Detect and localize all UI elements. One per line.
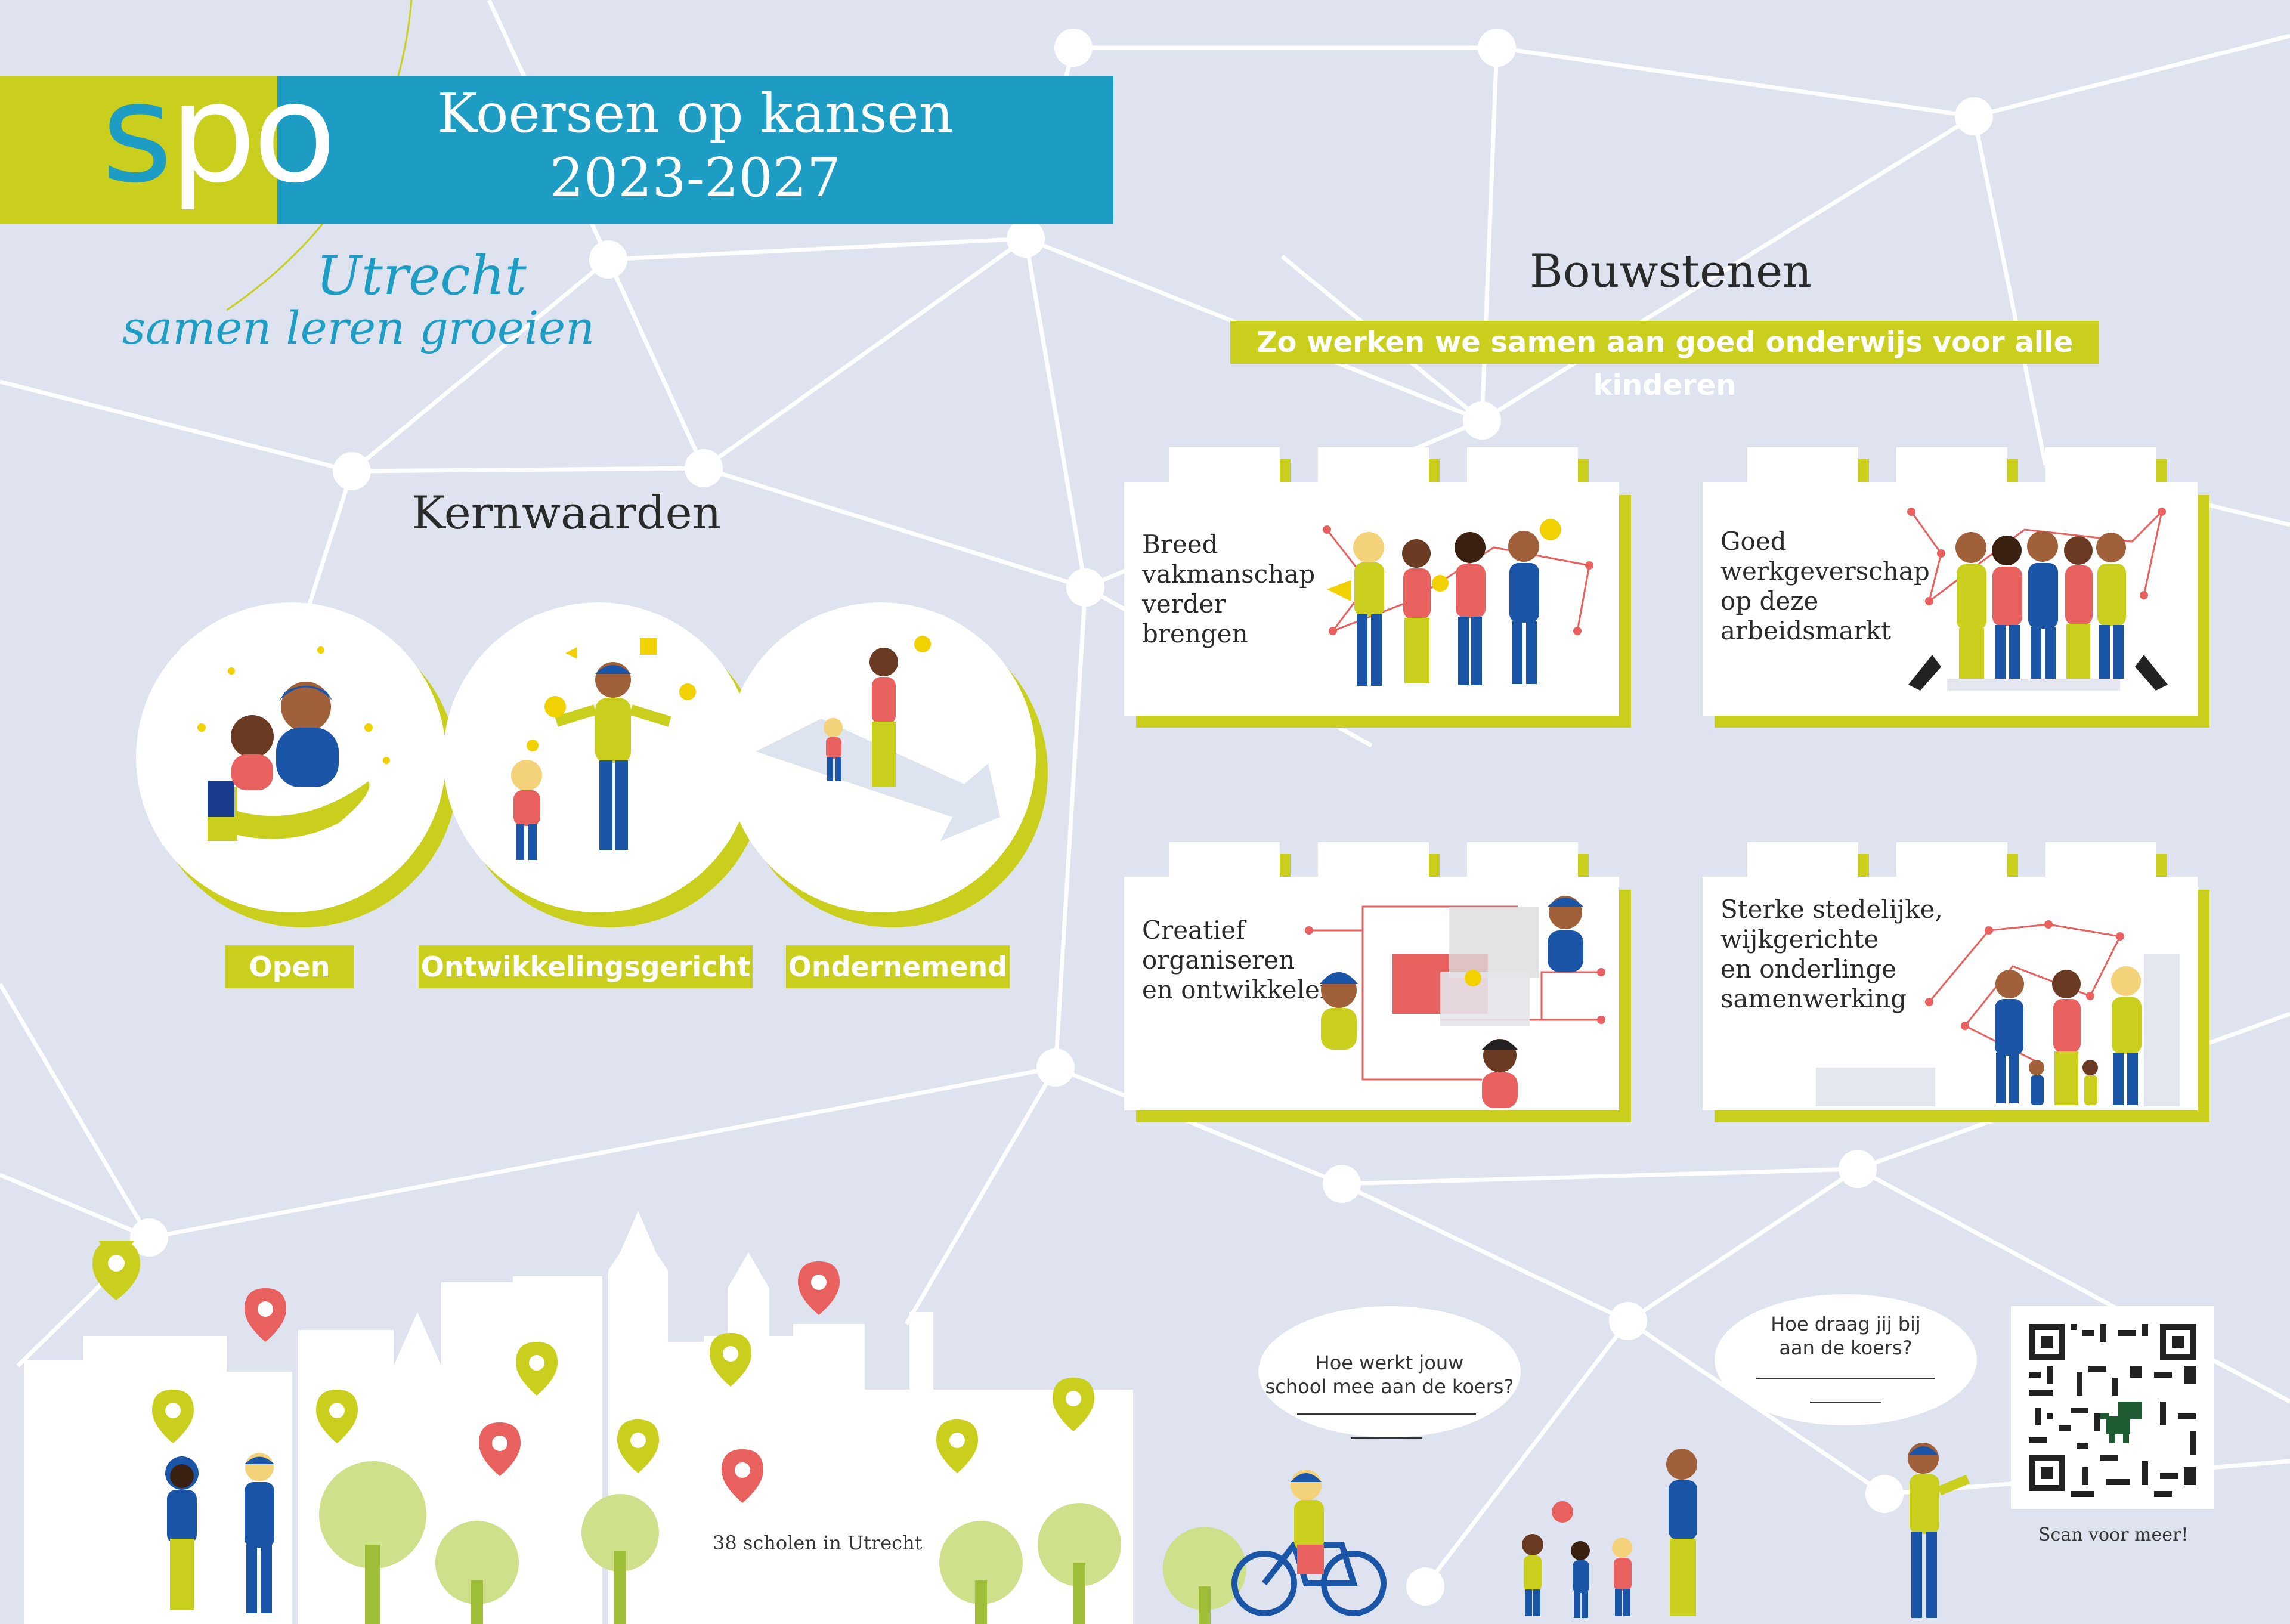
bouwsteen-card-werkgeverschap: Goed werkgeverschap op deze arbeidsmarkt (1703, 482, 2198, 716)
team-stage-illustration (1907, 508, 2168, 691)
tagline-city: Utrecht (316, 245, 527, 307)
card-tab (1318, 842, 1429, 877)
value-circle-enterprising (726, 602, 1036, 912)
collaboration-illustration (1305, 896, 1605, 1108)
bouwsteen-card-samenwerking: Sterke stedelijke, wijkgerichte en onder… (1703, 877, 2198, 1110)
answer-line (1297, 1413, 1476, 1415)
value-label-development: Ontwikkelingsgericht (419, 945, 753, 988)
bubble-text-school: Hoe werkt jouw school mee aan de koers? (1265, 1351, 1514, 1398)
location-pin-icon (92, 1241, 1094, 1503)
megaphone-icon (1908, 655, 2168, 691)
card-text: Sterke stedelijke, wijkgerichte en onder… (1720, 895, 1943, 1013)
location-pins (92, 1241, 1094, 1503)
card-tab (1169, 447, 1280, 482)
qr-code-icon (2029, 1324, 2196, 1497)
value-label-open: Open (225, 945, 354, 988)
tagline-slogan: samen leren groeien (122, 301, 595, 354)
people-walking (165, 1453, 274, 1613)
value-label-enterprising: Ondernemend (786, 945, 1010, 988)
title-banner (277, 76, 1113, 224)
card-tab (2045, 447, 2156, 482)
spo-logo: spo (101, 54, 337, 214)
card-tab (1747, 842, 1858, 877)
answer-line (1756, 1378, 1935, 1379)
speech-bubble-school (1258, 1306, 1521, 1437)
card-text: Breed vakmanschap verder brengen (1142, 530, 1316, 648)
bouwstenen-title: Bouwstenen (1530, 245, 1812, 298)
bicycle-icon (1231, 1470, 1387, 1616)
network-node-icon (130, 29, 1993, 1606)
bouwsteen-card-vakmanschap: Breed vakmanschap verder brengen (1124, 482, 1619, 716)
city-cooperation-illustration (1816, 920, 2180, 1106)
bouwsteen-card-creatief: Creatief organiseren en ontwikkelen (1124, 877, 1619, 1110)
path-forward-icon (756, 636, 1000, 841)
family-group (1522, 1449, 1697, 1618)
card-tab (1318, 447, 1429, 482)
card-tab (1467, 842, 1578, 877)
schools-label: 38 scholen in Utrecht (713, 1532, 923, 1554)
speech-bubble-personal (1715, 1294, 1977, 1425)
kernwaarden-title: Kernwaarden (411, 486, 722, 539)
card-tab (1169, 842, 1280, 877)
helping-hand-icon (197, 646, 390, 841)
card-tab (1896, 842, 2007, 877)
card-tab (2045, 842, 2156, 877)
page-title-line2: 2023-2027 (549, 147, 841, 209)
card-tab (1896, 447, 2007, 482)
logo-background (0, 76, 277, 224)
qr-code[interactable] (2011, 1306, 2214, 1509)
bouwstenen-subtitle: Zo werken we samen aan goed onderwijs vo… (1230, 321, 2099, 402)
person-pointing (1908, 1443, 1970, 1618)
card-text: Creatief organiseren en ontwikkelen (1142, 915, 1336, 1004)
value-circle-open (136, 602, 446, 912)
value-circle-development (443, 602, 753, 912)
dinosaur-icon (2100, 1402, 2142, 1443)
answer-line (1351, 1437, 1422, 1439)
card-text: Goed werkgeverschap op deze arbeidsmarkt (1720, 527, 1930, 645)
qr-caption: Scan voor meer! (2038, 1524, 2189, 1545)
team-illustration (1323, 519, 1593, 686)
tree-group (319, 1461, 1246, 1624)
answer-line (1810, 1402, 1881, 1403)
card-tab (1467, 447, 1578, 482)
bubble-text-personal: Hoe draag jij bij aan de koers? (1771, 1313, 1921, 1359)
card-tab (1747, 447, 1858, 482)
growing-child-icon (511, 638, 696, 860)
page-title-line1: Koersen op kansen (437, 82, 954, 145)
